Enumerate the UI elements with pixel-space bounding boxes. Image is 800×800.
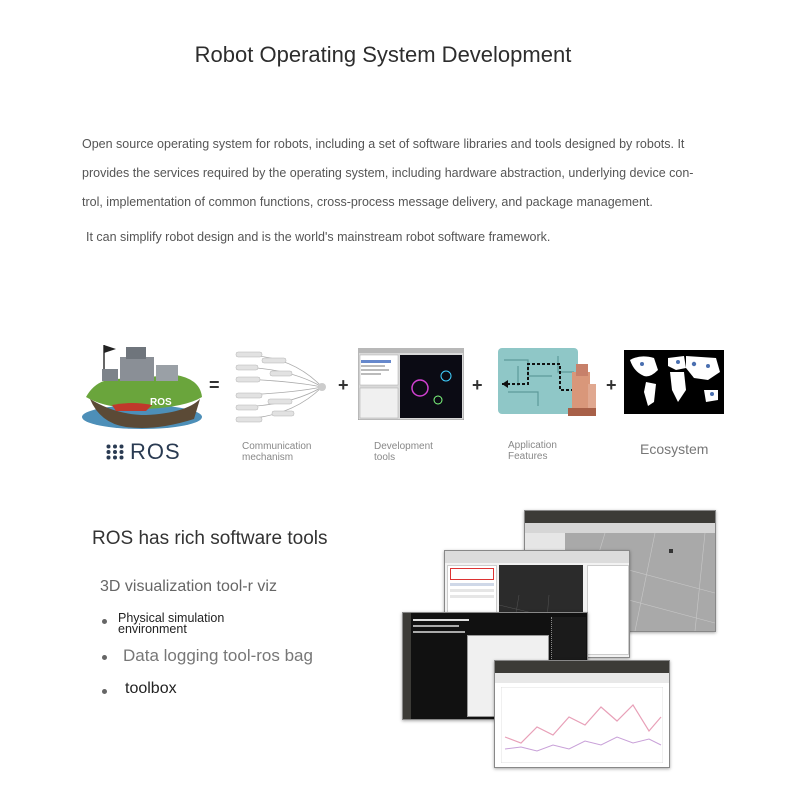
intro-paragraph: Open source operating system for robots,… (82, 130, 722, 217)
window-titlebar (525, 511, 715, 523)
page-title: Robot Operating System Development (194, 42, 572, 67)
plus-sign-2: + (472, 375, 483, 395)
bullet-3 (102, 689, 107, 694)
equals-sign: = (209, 375, 220, 395)
communication-diagram (235, 351, 326, 423)
ros-dots-icon (106, 444, 124, 460)
caption-ecosystem: Ecosystem (640, 441, 709, 457)
tools-heading: ROS has rich software tools (92, 528, 328, 549)
caption-communication: Communication mechanism (242, 441, 312, 463)
rqt-plot-window (494, 660, 670, 768)
ros-island-illustration: ROS (82, 345, 202, 429)
plus-sign-1: + (338, 375, 349, 395)
ros-logo-text: ROS (130, 439, 181, 464)
bullet-1 (102, 619, 107, 624)
intro-line-3: trol, implementation of common functions… (82, 195, 653, 209)
development-tools-screenshot (358, 348, 464, 420)
caption-development-tools: Development tools (374, 441, 433, 463)
intro-line-2: provides the services required by the op… (82, 166, 694, 180)
tool-item-simulation: Physical simulation environment (118, 611, 225, 636)
window-titlebar (445, 551, 629, 563)
tool-item-toolbox: toolbox (125, 680, 177, 697)
intro-extra: It can simplify robot design and is the … (86, 230, 551, 244)
bullet-2 (102, 655, 107, 660)
window-titlebar (495, 661, 669, 673)
caption-application-features: Application Features (508, 440, 557, 462)
application-features-illustration (498, 348, 596, 416)
ecosystem-world-map (624, 350, 724, 414)
svg-text:ROS: ROS (150, 397, 172, 408)
tool-item-rosbag: Data logging tool-ros bag (123, 646, 313, 665)
tool-item-rviz: 3D visualization tool-r viz (100, 578, 277, 595)
intro-line-1: Open source operating system for robots,… (82, 137, 685, 151)
plus-sign-3: + (606, 375, 617, 395)
